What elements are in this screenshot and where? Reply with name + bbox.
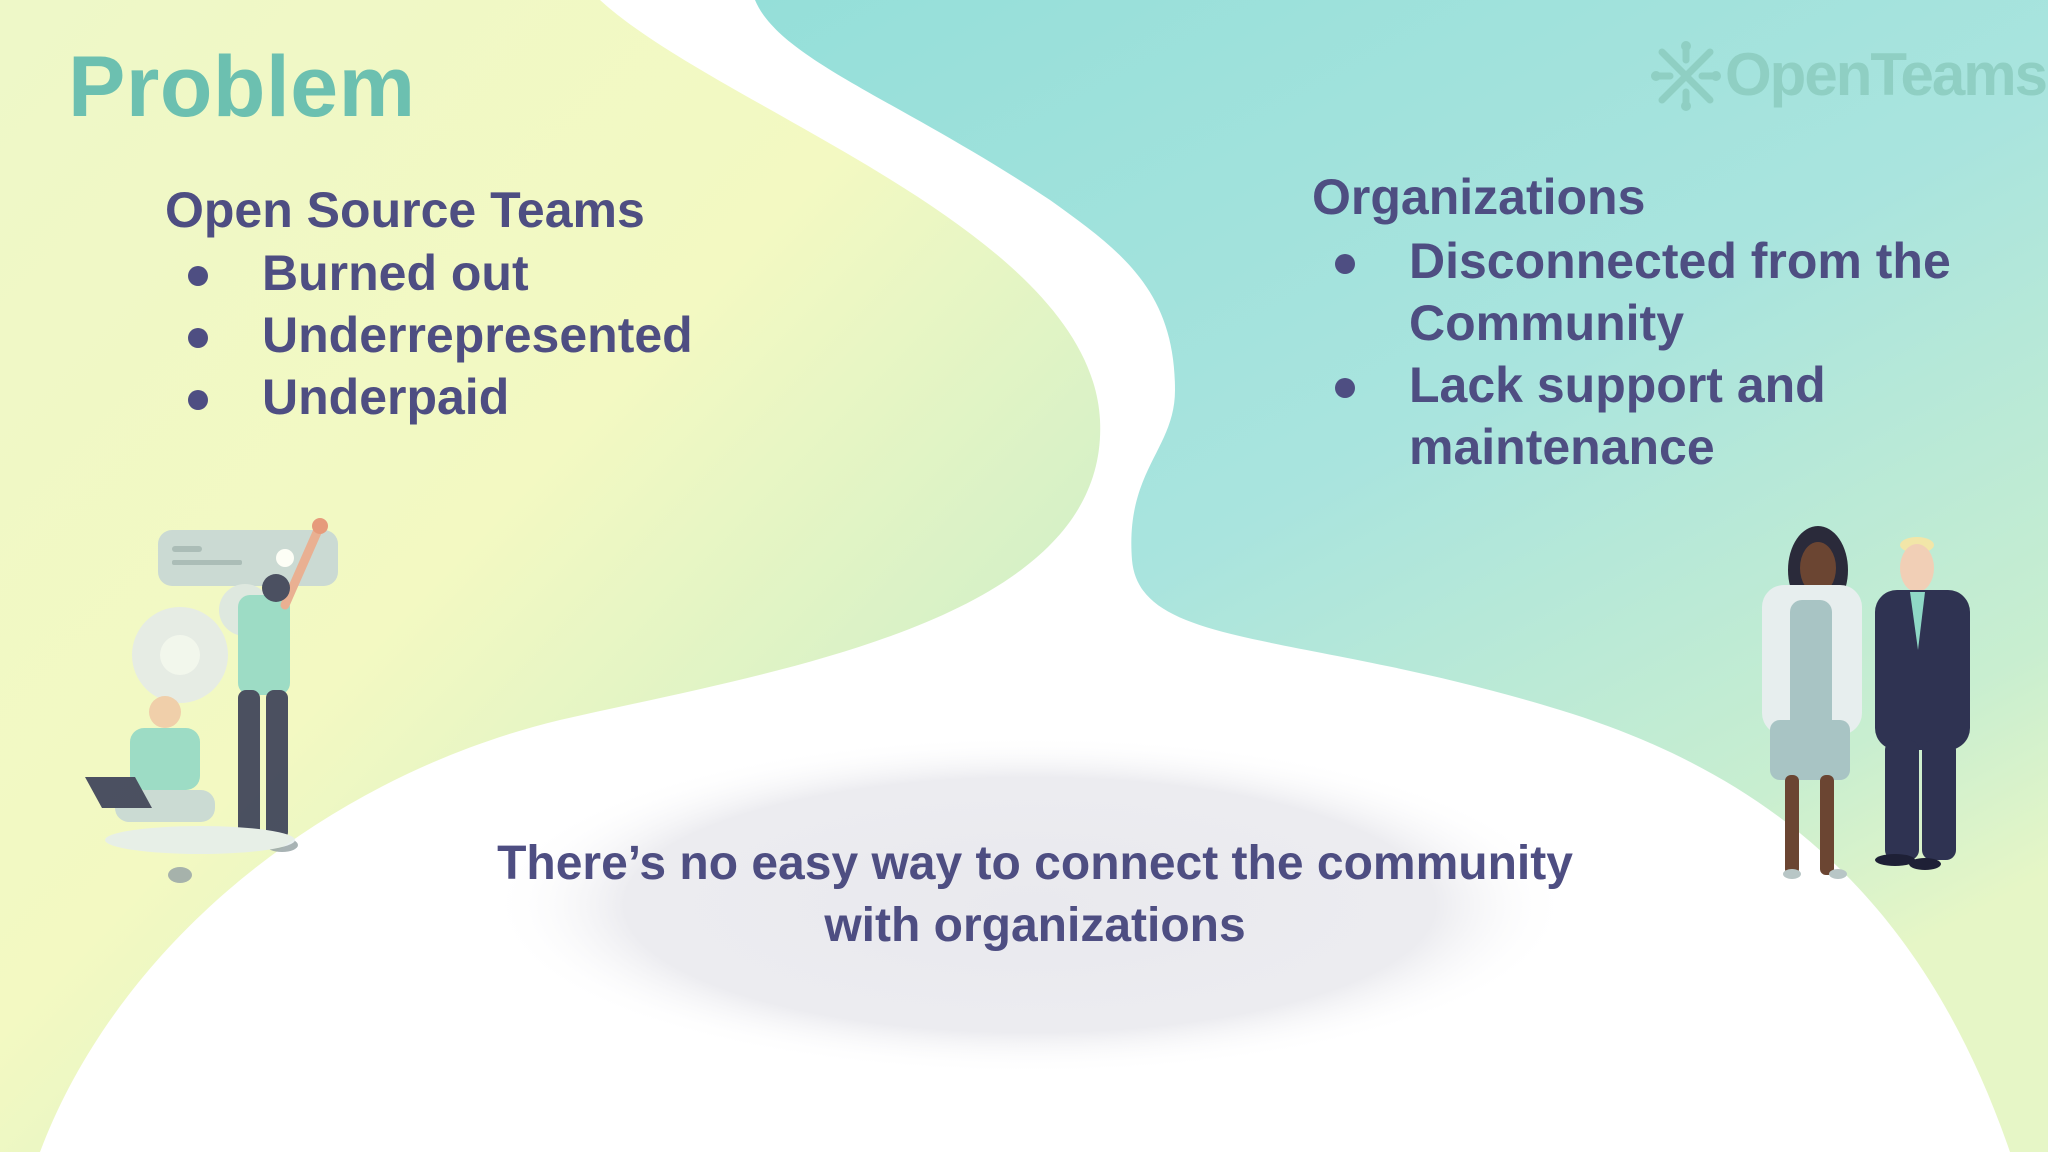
- business-people-illustration: [1762, 526, 1970, 879]
- left-heading: Open Source Teams: [165, 182, 645, 238]
- tagline: There’s no easy way to connect the commu…: [497, 837, 1573, 952]
- openteams-asterisk-icon: [1651, 41, 1721, 111]
- bullet-icon: [1335, 254, 1355, 274]
- bullet-icon: [1335, 378, 1355, 398]
- left-bullet-item: Burned out: [188, 242, 693, 304]
- left-bullet-item: Underpaid: [188, 366, 693, 428]
- right-bullet-item: Lack support and maintenance: [1335, 354, 1955, 478]
- right-bullet-item: Disconnected from the Community: [1335, 230, 1955, 354]
- left-color-region: [0, 0, 1101, 1152]
- left-bullet-item: Underrepresented: [188, 304, 693, 366]
- openteams-logo-text: OpenTeams: [1725, 41, 2048, 108]
- right-color-region: [755, 0, 2048, 1152]
- right-heading: Organizations: [1312, 169, 1646, 225]
- tagline-oval: [490, 735, 1570, 1075]
- bullet-icon: [188, 328, 208, 348]
- bullet-icon: [188, 390, 208, 410]
- slide-title: Problem: [68, 39, 416, 135]
- developers-working-illustration: [85, 518, 338, 883]
- bullet-icon: [188, 266, 208, 286]
- right-bullet-list: Disconnected from the Community Lack sup…: [1335, 230, 1955, 478]
- left-bullet-list: Burned out Underrepresented Underpaid: [188, 242, 693, 428]
